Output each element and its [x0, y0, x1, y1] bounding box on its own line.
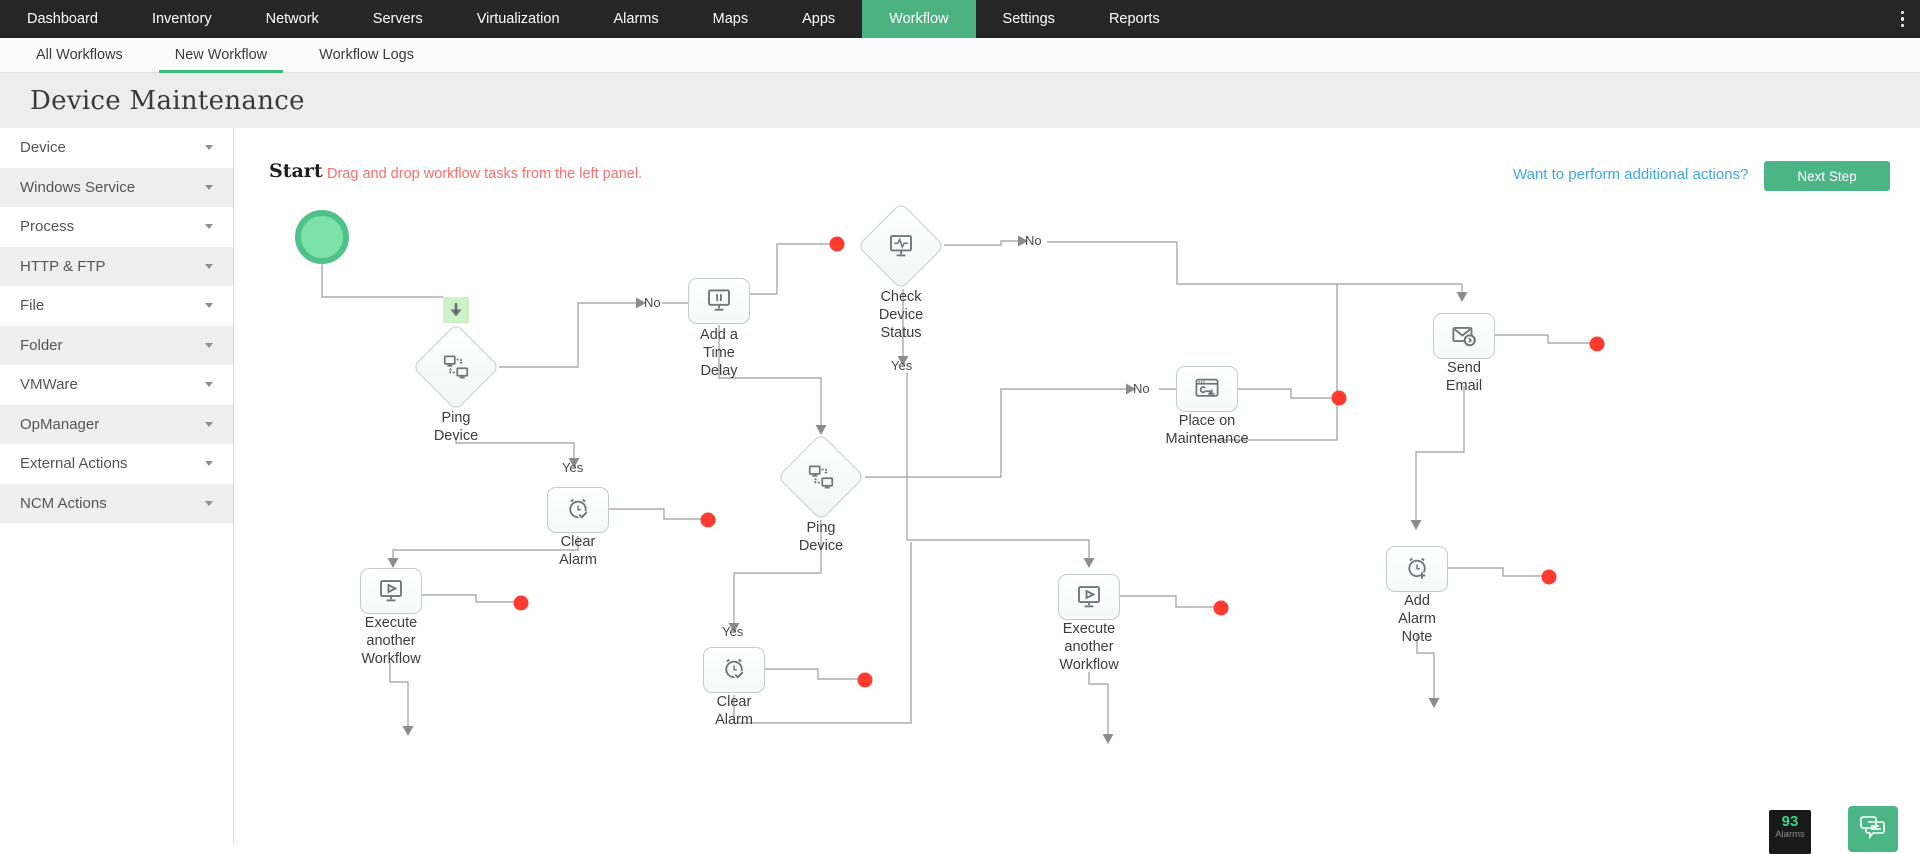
chevron-down-icon — [205, 461, 213, 466]
node-label-clear-alarm-1: Clear Alarm — [559, 533, 597, 569]
sidebar-item-vmware[interactable]: VMWare — [0, 365, 233, 405]
sidebar-item-windows-service[interactable]: Windows Service — [0, 168, 233, 208]
kebab-menu-icon[interactable] — [1885, 0, 1920, 38]
next-step-button[interactable]: Next Step — [1764, 161, 1890, 191]
start-label: Start — [269, 160, 323, 182]
sidebar-item-label: VMWare — [20, 376, 78, 393]
chevron-down-icon — [205, 343, 213, 348]
chevron-down-icon — [205, 185, 213, 190]
node-label-add-alarm-note: Add Alarm Note — [1398, 592, 1436, 646]
add-time-delay-box[interactable] — [688, 278, 750, 324]
node-label-place-on-maintenance: Place on Maintenance — [1165, 412, 1248, 448]
execute-workflow-2-box[interactable] — [1058, 574, 1120, 620]
nav-item-workflow[interactable]: Workflow — [862, 0, 975, 38]
sidebar-item-label: Process — [20, 218, 74, 235]
node-label-ping-device-2: Ping Device — [799, 519, 843, 555]
sidebar-item-label: NCM Actions — [20, 495, 107, 512]
nav-item-maps[interactable]: Maps — [686, 0, 775, 38]
chevron-down-icon — [205, 145, 213, 150]
workflow-canvas[interactable]: Start Drag and drop workflow tasks from … — [234, 128, 1920, 843]
chevron-down-icon — [205, 422, 213, 427]
edge-label-no-4: No — [1133, 381, 1150, 396]
title-bar: Device Maintenance — [0, 73, 1920, 128]
connector-endpoint-dot[interactable] — [1332, 391, 1347, 406]
feedback-chat-icon — [1858, 813, 1888, 846]
node-label-ping-device-1: Ping Device — [434, 409, 478, 445]
node-label-check-device-status: Check Device Status — [879, 288, 923, 342]
sidebar-item-label: OpManager — [20, 416, 99, 433]
edge-label-yes-3: Yes — [562, 460, 583, 475]
connector-endpoint-dot[interactable] — [1542, 570, 1557, 585]
start-node-circle[interactable] — [295, 210, 349, 264]
sidebar-item-http-ftp[interactable]: HTTP & FTP — [0, 247, 233, 287]
tab-new-workflow[interactable]: New Workflow — [149, 38, 293, 72]
edge-label-yes-5: Yes — [722, 624, 743, 639]
nav-item-alarms[interactable]: Alarms — [587, 0, 686, 38]
connector-endpoint-dot[interactable] — [514, 596, 529, 611]
alarm-count: 93 — [1769, 813, 1811, 830]
workflow-connectors — [234, 128, 1920, 843]
sidebar-item-file[interactable]: File — [0, 286, 233, 326]
nav-item-virtualization[interactable]: Virtualization — [450, 0, 587, 38]
chevron-down-icon — [205, 382, 213, 387]
sidebar-item-ncm-actions[interactable]: NCM Actions — [0, 484, 233, 524]
connector-endpoint-dot[interactable] — [701, 513, 716, 528]
chevron-down-icon — [205, 264, 213, 269]
feedback-button[interactable] — [1848, 806, 1898, 852]
nav-item-reports[interactable]: Reports — [1082, 0, 1187, 38]
node-label-execute-workflow-2: Execute another Workflow — [1059, 620, 1118, 674]
chevron-down-icon — [205, 303, 213, 308]
clear-alarm-2-box[interactable] — [703, 647, 765, 693]
tab-workflow-logs[interactable]: Workflow Logs — [293, 38, 440, 72]
node-label-add-time-delay: Add a Time Delay — [700, 326, 738, 380]
nav-item-servers[interactable]: Servers — [346, 0, 450, 38]
clear-alarm-1-box[interactable] — [547, 487, 609, 533]
additional-actions-link[interactable]: Want to perform additional actions? — [1513, 166, 1753, 183]
connector-endpoint-dot[interactable] — [1590, 337, 1605, 352]
drop-target-highlight[interactable] — [443, 297, 469, 323]
chevron-down-icon — [205, 224, 213, 229]
sidebar-item-label: Folder — [20, 337, 63, 354]
node-label-send-email: Send Email — [1446, 359, 1482, 395]
sidebar-item-external-actions[interactable]: External Actions — [0, 444, 233, 484]
sidebar-item-device[interactable]: Device — [0, 128, 233, 168]
chevron-down-icon — [205, 501, 213, 506]
sidebar-item-folder[interactable]: Folder — [0, 326, 233, 366]
sidebar-item-opmanager[interactable]: OpManager — [0, 405, 233, 445]
sidebar-item-label: HTTP & FTP — [20, 258, 106, 275]
sidebar-item-label: External Actions — [20, 455, 128, 472]
sidebar-item-label: File — [20, 297, 44, 314]
place-on-maintenance-box[interactable] — [1176, 366, 1238, 412]
ping-device-2-box[interactable] — [777, 433, 865, 521]
edge-label-no-1: No — [1025, 233, 1042, 248]
alarm-count-label: Alarms — [1769, 830, 1811, 840]
sidebar-item-process[interactable]: Process — [0, 207, 233, 247]
tab-all-workflows[interactable]: All Workflows — [10, 38, 149, 72]
nav-item-settings[interactable]: Settings — [976, 0, 1082, 38]
connector-endpoint-dot[interactable] — [830, 237, 845, 252]
node-label-clear-alarm-2: Clear Alarm — [715, 693, 753, 729]
check-device-status-box[interactable] — [857, 202, 945, 290]
node-label-execute-workflow-1: Execute another Workflow — [361, 614, 420, 668]
ping-device-1-box[interactable] — [412, 323, 500, 411]
execute-workflow-1-box[interactable] — [360, 568, 422, 614]
page-title: Device Maintenance — [30, 86, 305, 116]
add-alarm-note-box[interactable] — [1386, 546, 1448, 592]
sidebar-item-label: Windows Service — [20, 179, 135, 196]
send-email-box[interactable] — [1433, 313, 1495, 359]
connector-endpoint-dot[interactable] — [1214, 601, 1229, 616]
edge-label-no-0: No — [644, 295, 661, 310]
sidebar-item-label: Device — [20, 139, 66, 156]
connector-endpoint-dot[interactable] — [858, 673, 873, 688]
edge-label-yes-2: Yes — [891, 358, 912, 373]
nav-item-network[interactable]: Network — [239, 0, 346, 38]
nav-item-dashboard[interactable]: Dashboard — [0, 0, 125, 38]
alarm-count-badge[interactable]: 93 Alarms — [1769, 810, 1811, 854]
nav-item-inventory[interactable]: Inventory — [125, 0, 239, 38]
drag-drop-hint: Drag and drop workflow tasks from the le… — [327, 166, 642, 182]
nav-item-apps[interactable]: Apps — [775, 0, 862, 38]
